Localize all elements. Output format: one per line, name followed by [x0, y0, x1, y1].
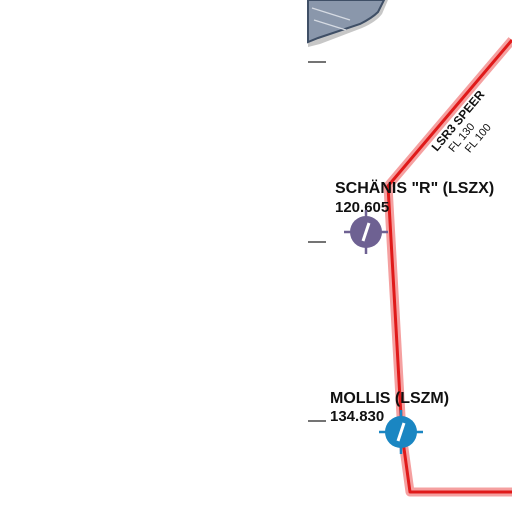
airfield-name: MOLLIS (LSZM): [330, 390, 449, 407]
airfield-name: SCHÄNIS "R" (LSZX): [335, 179, 494, 197]
airfield-symbol-icon: [344, 210, 388, 254]
airfield-mollis[interactable]: MOLLIS (LSZM) 134.830: [330, 390, 449, 454]
airfield-frequency: 120.605: [335, 199, 389, 216]
airfield-schanis[interactable]: SCHÄNIS "R" (LSZX) 120.605: [335, 179, 494, 254]
airfield-frequency: 134.830: [330, 408, 384, 425]
lake-shape: [307, 0, 388, 47]
airfield-symbol-icon: [379, 410, 423, 454]
map-tick-marks: [308, 61, 326, 422]
